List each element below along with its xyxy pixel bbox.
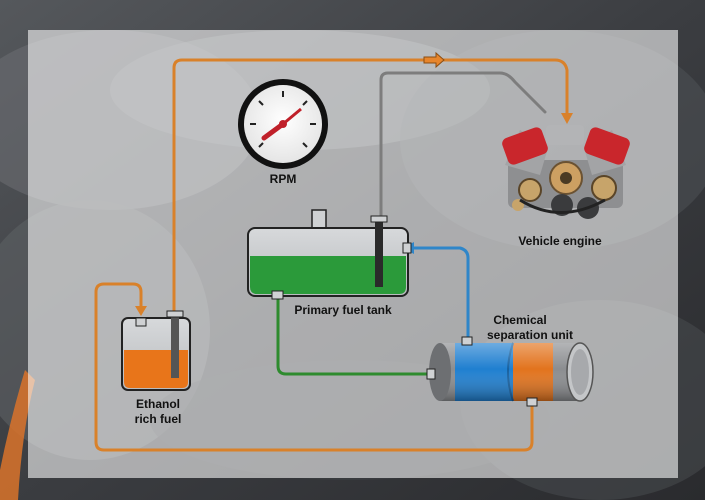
ethanol-line-top: [172, 58, 569, 320]
flow-arrow-icon: [423, 51, 445, 69]
green-fuel-line: [276, 294, 434, 376]
ethanol-return-line: [94, 282, 534, 452]
arrow-head-ethanol-down: [135, 306, 147, 316]
separation-unit-label-line2: separation unit: [487, 328, 573, 342]
vehicle-engine-label: Vehicle engine: [518, 234, 602, 248]
ethanol-label-line2: rich fuel: [135, 412, 182, 426]
ethanol-fuel-tank: [121, 310, 191, 391]
pipes: [94, 58, 569, 452]
chemical-separation-unit: [426, 336, 594, 407]
blue-fuel-line: [410, 246, 470, 345]
primary-fuel-tank-label: Primary fuel tank: [294, 303, 392, 317]
separation-unit-label-line1: Chemical: [493, 313, 546, 327]
gray-fuel-line: [379, 71, 547, 224]
rpm-label: RPM: [270, 172, 297, 186]
arrow-head-orange-down: [561, 113, 573, 124]
engine-icon: [502, 125, 630, 219]
primary-fuel-tank: [247, 209, 412, 300]
ethanol-label-line1: Ethanol: [136, 397, 180, 411]
rpm-gauge-icon: [238, 79, 328, 169]
